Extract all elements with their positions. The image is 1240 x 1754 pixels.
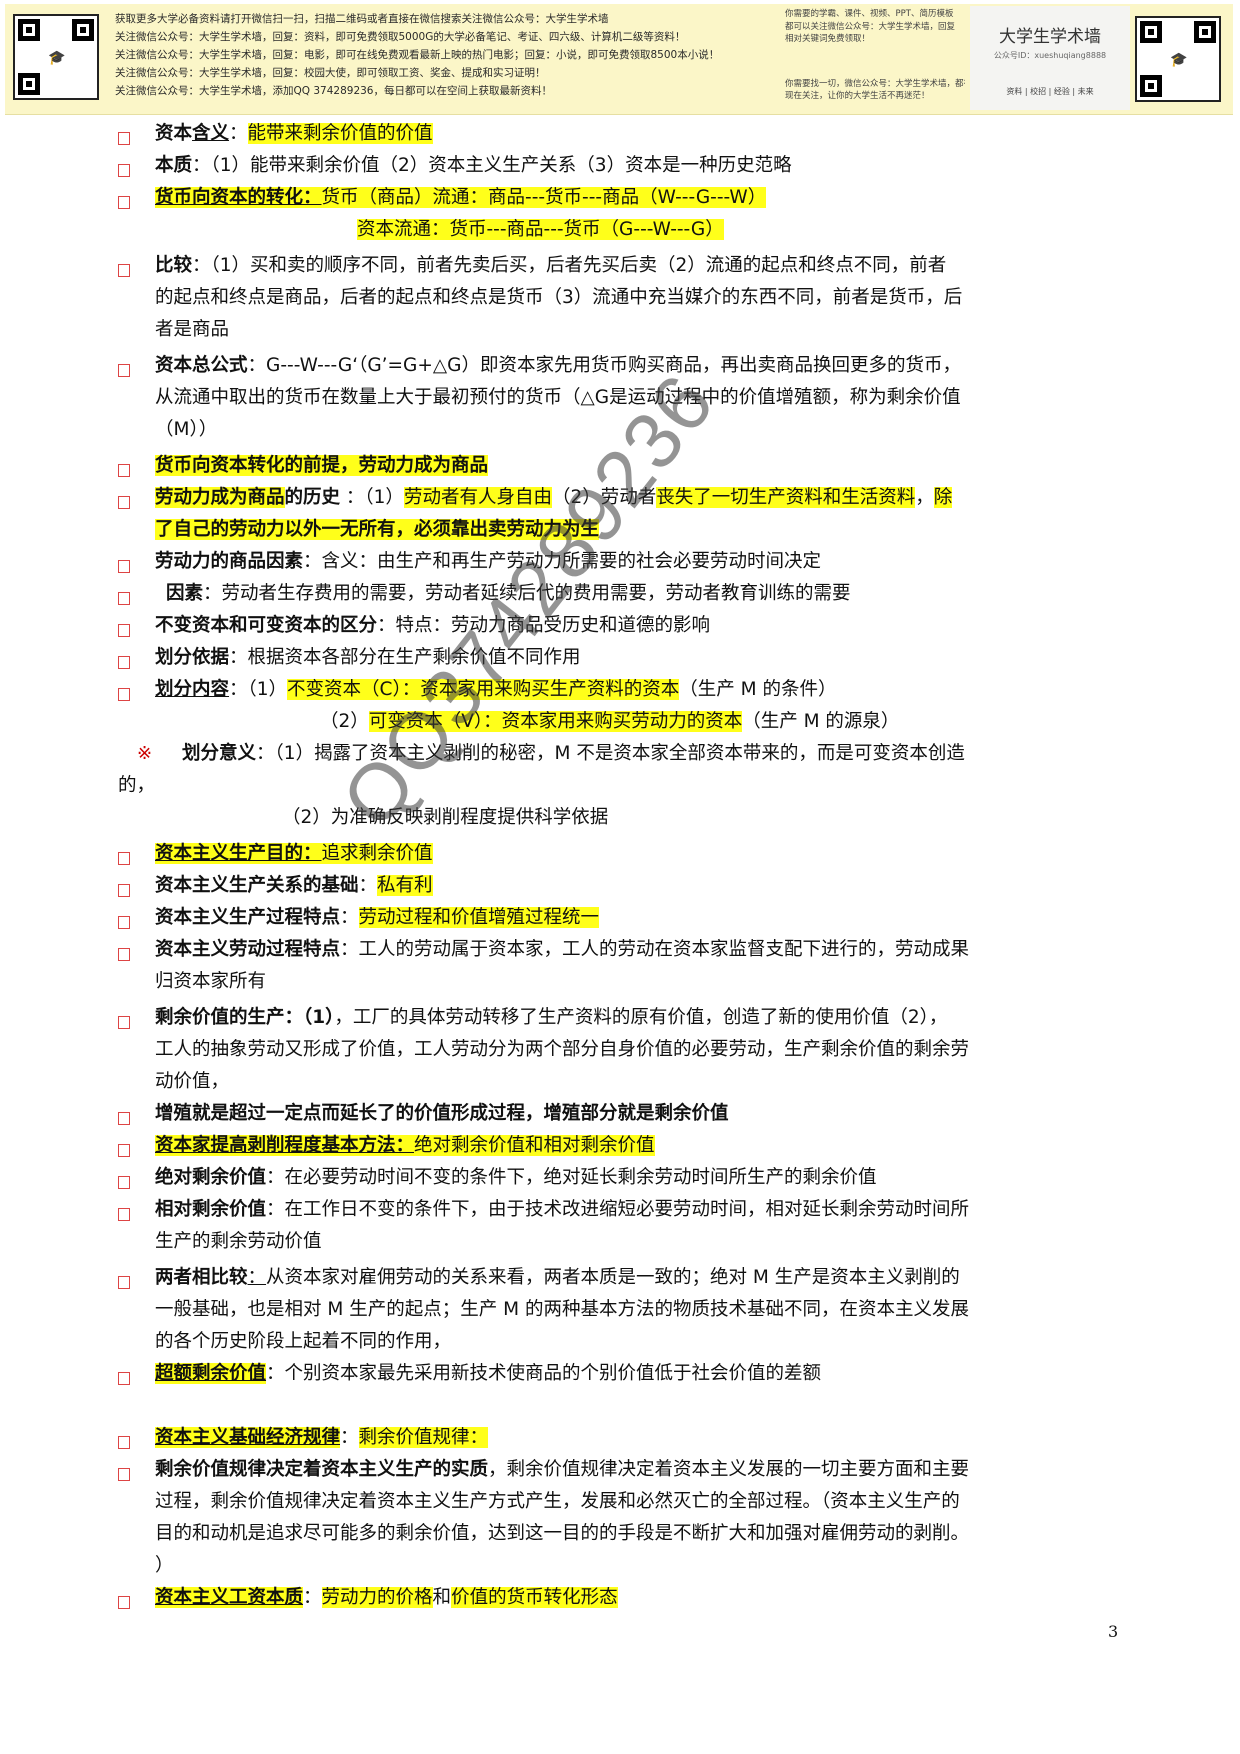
checkbox-icon bbox=[118, 1372, 130, 1385]
checkbox-icon bbox=[118, 132, 130, 145]
promo-banner: 🎓 获取更多大学必备资料请打开微信扫一扫，扫描二维码或者直接在微信搜索关注微信公… bbox=[5, 4, 1233, 115]
banner-line: 关注微信公众号：大学生学术墙，回复：校园大使，即可领取工资、奖金、提成和实习证明… bbox=[115, 67, 546, 79]
checkbox-icon bbox=[118, 948, 130, 961]
checkbox-icon bbox=[118, 264, 130, 277]
note-line: 资本主义生产目的：追求剩余价值 bbox=[155, 843, 433, 864]
note-line: 一般基础，也是相对 M 生产的起点；生产 M 的两种基本方法的物质技术基础不同，… bbox=[155, 1299, 969, 1320]
note-line: 两者相比较：从资本家对雇佣劳动的关系来看，两者本质是一致的；绝对 M 生产是资本… bbox=[155, 1267, 960, 1288]
note-line: 本质：（1）能带来剩余价值（2）资本主义生产关系（3）资本是一种历史范略 bbox=[155, 155, 792, 176]
note-line: 绝对剩余价值：在必要劳动时间不变的条件下，绝对延长剩余劳动时间所生产的剩余价值 bbox=[155, 1167, 877, 1188]
note-line: 资本主义工资本质：劳动力的价格和价值的货币转化形态 bbox=[155, 1587, 618, 1608]
qr-code-right: 🎓 bbox=[1135, 16, 1221, 102]
checkbox-icon bbox=[118, 1276, 130, 1289]
note-line: 资本主义基础经济规律：剩余价值规律： bbox=[155, 1427, 489, 1448]
banner-side-text: 你需要的学霸、课件、视频、PPT、简历模板 都可以关注微信公众号：大学生学术墙，… bbox=[785, 8, 965, 103]
checkbox-icon bbox=[118, 1176, 130, 1189]
checkbox-icon bbox=[118, 464, 130, 477]
checkbox-icon bbox=[118, 592, 130, 605]
note-line: 的各个历史阶段上起着不同的作用， bbox=[155, 1331, 452, 1352]
reference-mark-icon: ※ bbox=[137, 743, 153, 764]
brand-links: 资料 | 校招 | 经验 | 未来 bbox=[1006, 87, 1094, 96]
checkbox-icon bbox=[118, 164, 130, 177]
note-line: 的， bbox=[118, 775, 156, 796]
banner-side-line: 你需要的学霸、课件、视频、PPT、简历模板 bbox=[785, 9, 954, 19]
note-line: （2）可变资本（V）：资本家用来购买劳动力的资本（生产 M 的源泉） bbox=[320, 711, 900, 732]
note-line: 资本含义：能带来剩余价值的价值 bbox=[155, 123, 433, 144]
note-line: 不变资本和可变资本的区分：特点：劳动力商品受历史和道德的影响 bbox=[155, 615, 711, 636]
note-line: （2）为准确反映剥削程度提供科学依据 bbox=[282, 807, 609, 828]
checkbox-icon bbox=[118, 1112, 130, 1125]
note-line: 资本主义生产过程特点：劳动过程和价值增殖过程统一 bbox=[155, 907, 600, 928]
note-line: 超额剩余价值：个别资本家最先采用新技术使商品的个别价值低于社会价值的差额 bbox=[155, 1363, 822, 1384]
checkbox-icon bbox=[118, 1596, 130, 1609]
note-line: 比较：（1）买和卖的顺序不同，前者先卖后买，后者先买后卖（2）流通的起点和终点不… bbox=[155, 255, 947, 276]
note-line: 者是商品 bbox=[155, 319, 230, 340]
note-line: 资本家提高剥削程度基本方法：绝对剩余价值和相对剩余价值 bbox=[155, 1135, 655, 1156]
note-line: 工人的抽象劳动又形成了价值，工人劳动分为两个部分自身价值的必要劳动，生产剩余价值… bbox=[155, 1039, 970, 1060]
banner-side-line: 现在关注，让你的大学生活不再迷茫！ bbox=[785, 91, 930, 101]
banner-side-line: 相对关键词免费领取！ bbox=[785, 34, 871, 44]
note-line: 资本主义劳动过程特点：工人的劳动属于资本家，工人的劳动在资本家监督支配下进行的，… bbox=[155, 939, 970, 960]
qr-code-left: 🎓 bbox=[13, 14, 99, 100]
note-line: 了自己的劳动力以外一无所有，必须靠出卖劳动力为生 bbox=[155, 519, 600, 540]
note-line: 从流通中取出的货币在数量上大于最初预付的货币（△G是运动过程中的价值增殖额，称为… bbox=[155, 387, 961, 408]
banner-side-line: 都可以关注微信公众号：大学生学术墙，回复 bbox=[785, 21, 956, 32]
note-line: 的起点和终点是商品，后者的起点和终点是货币（3）流通中充当媒介的东西不同，前者是… bbox=[155, 287, 963, 308]
note-line: 劳动力的商品因素：含义：由生产和再生产劳动力所需要的社会必要劳动时间决定 bbox=[155, 551, 822, 572]
checkbox-icon bbox=[118, 1208, 130, 1221]
note-line: 货币向资本的转化：货币（商品）流通：商品---货币---商品（W---G---W… bbox=[155, 187, 767, 208]
note-line: 剩余价值规律决定着资本主义生产的实质，剩余价值规律决定着资本主义发展的一切主要方… bbox=[155, 1459, 970, 1480]
note-line: 相对剩余价值：在工作日不变的条件下，由于技术改进缩短必要劳动时间，相对延长剩余劳… bbox=[155, 1199, 970, 1220]
checkbox-icon bbox=[118, 560, 130, 573]
checkbox-icon bbox=[118, 1016, 130, 1029]
checkbox-icon bbox=[118, 656, 130, 669]
brand-account-id: 公众号ID：xueshuqiang8888 bbox=[993, 51, 1107, 60]
graduation-cap-icon: 🎓 bbox=[1167, 48, 1191, 72]
note-line: 划分意义：（1）揭露了资本主义剥削的秘密，M 不是资本家全部资本带来的，而是可变… bbox=[182, 743, 965, 764]
note-line: 过程，剩余价值规律决定着资本主义生产方式产生，发展和必然灭亡的全部过程。（资本主… bbox=[155, 1491, 960, 1512]
checkbox-icon bbox=[118, 1468, 130, 1481]
note-line: 目的和动机是追求尽可能多的剩余价值，达到这一目的的手段是不断扩大和加强对雇佣劳动… bbox=[155, 1523, 970, 1544]
note-line: 生产的剩余劳动价值 bbox=[155, 1231, 322, 1252]
checkbox-icon bbox=[118, 364, 130, 377]
brand-card: 大学生学术墙 公众号ID：xueshuqiang8888 资料 | 校招 | 经… bbox=[970, 6, 1130, 110]
checkbox-icon bbox=[118, 884, 130, 897]
note-line: 资本流通：货币---商品---货币（G---W---G） bbox=[357, 219, 724, 240]
page-number: 3 bbox=[1108, 1622, 1119, 1641]
checkbox-icon bbox=[118, 496, 130, 509]
banner-line: 关注微信公众号：大学生学术墙，回复：电影，即可在线免费观看最新上映的热门电影；回… bbox=[115, 49, 720, 61]
banner-side-line: 你需要找一切，微信公众号：大学生学术墙，都有！ bbox=[785, 78, 965, 89]
note-line: 因素：劳动者生存费用的需要，劳动者延续后代的费用需要，劳动者教育训练的需要 bbox=[166, 583, 851, 604]
note-line: 划分内容：（1）不变资本（C）：资本家用来购买生产资料的资本（生产 M 的条件） bbox=[155, 679, 837, 700]
checkbox-icon bbox=[118, 916, 130, 929]
note-line: 货币向资本转化的前提，劳动力成为商品 bbox=[155, 455, 489, 476]
banner-line: 获取更多大学必备资料请打开微信扫一扫，扫描二维码或者直接在微信搜索关注微信公众号… bbox=[115, 13, 609, 25]
checkbox-icon bbox=[118, 852, 130, 865]
checkbox-icon bbox=[118, 1144, 130, 1157]
checkbox-icon bbox=[118, 1436, 130, 1449]
note-line: 增殖就是超过一定点而延长了的价值形成过程，增殖部分就是剩余价值 bbox=[155, 1103, 729, 1124]
note-line: （M）） bbox=[155, 419, 218, 440]
brand-title: 大学生学术墙 bbox=[999, 27, 1101, 47]
note-line: 资本主义生产关系的基础：私有利 bbox=[155, 875, 433, 896]
checkbox-icon bbox=[118, 688, 130, 701]
note-line: ） bbox=[155, 1555, 174, 1576]
banner-line: 关注微信公众号：大学生学术墙，添加QQ 374289236，每日都可以在空间上获… bbox=[115, 85, 552, 97]
banner-line: 关注微信公众号：大学生学术墙，回复：资料，即可免费领取5000G的大学必备笔记、… bbox=[115, 31, 686, 43]
note-line: 划分依据：根据资本各部分在生产剩余价值不同作用 bbox=[155, 647, 581, 668]
banner-text: 获取更多大学必备资料请打开微信扫一扫，扫描二维码或者直接在微信搜索关注微信公众号… bbox=[115, 10, 775, 100]
checkbox-icon bbox=[118, 196, 130, 209]
note-line: 动价值， bbox=[155, 1071, 230, 1092]
note-line: 资本总公式：G---W---G‘（G’=G+△G）即资本家先用货币购买商品，再出… bbox=[155, 355, 961, 376]
graduation-cap-icon: 🎓 bbox=[45, 46, 69, 70]
note-line: 归资本家所有 bbox=[155, 971, 267, 992]
checkbox-icon bbox=[118, 624, 130, 637]
note-line: 剩余价值的生产：（1），工厂的具体劳动转移了生产资料的原有价值，创造了新的使用价… bbox=[155, 1007, 948, 1028]
note-line: 劳动力成为商品的历史 ：（1）劳动者有人身自由（2）劳动者丧失了一切生产资料和生… bbox=[155, 487, 953, 508]
